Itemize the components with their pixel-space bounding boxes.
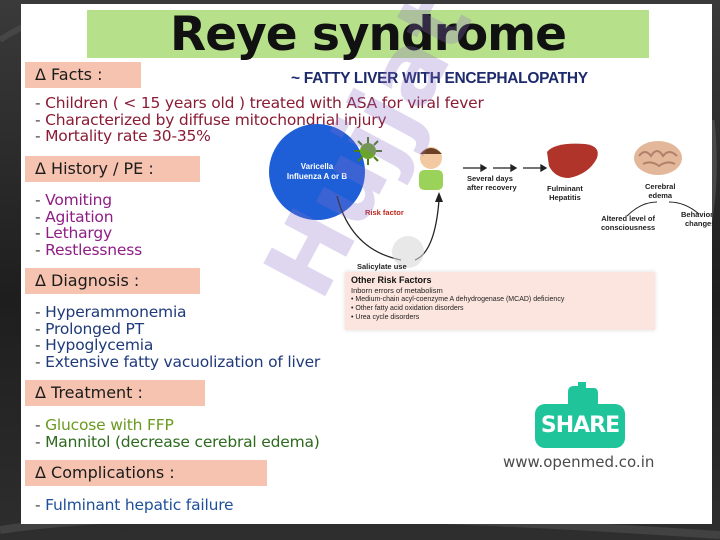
diagnosis-heading: Δ Diagnosis : [25, 268, 200, 294]
list-item: - Fulminant hepatic failure [35, 496, 234, 514]
virus-circle: Varicella Influenza A or B [269, 124, 365, 220]
sequence-arrows [463, 163, 548, 173]
other-risk-title: Other Risk Factors [351, 275, 432, 285]
list-item: - Vomiting [35, 191, 112, 209]
branch-arrows [626, 201, 700, 217]
other-risk-list: • Medium-chain acyl-coenzyme A dehydroge… [351, 295, 564, 322]
liver-icon [547, 143, 598, 178]
list-item: - Characterized by diffuse mitochondrial… [35, 110, 387, 129]
list-item: - Agitation [35, 207, 114, 226]
list-item: - Hyperammonemia [35, 303, 187, 321]
complications-heading: Δ Complications : [25, 460, 267, 486]
other-risk-intro: Inborn errors of metabolism [351, 286, 443, 295]
list-item: - Hypoglycemia [35, 336, 154, 354]
list-item: - Mannitol (decrease cerebral edema) [35, 432, 320, 451]
brain-icon [634, 141, 682, 175]
list-item: - Prolonged PT [35, 319, 144, 338]
treatment-heading: Δ Treatment : [25, 380, 205, 406]
complications-list: - Fulminant hepatic failure [35, 496, 234, 514]
list-item: - Glucose with FFP [35, 416, 174, 434]
other-risk-factors-box: Other Risk Factors Inborn errors of meta… [345, 272, 655, 330]
sick-child-icon [419, 147, 443, 190]
page-title: Reye syndrome [170, 7, 567, 62]
infographic-card: Reye syndrome ~ FATTY LIVER WITH ENCEPHA… [21, 4, 712, 524]
list-item: • Other fatty acid oxidation disorders [351, 305, 464, 312]
list-item: - Extensive fatty vacuolization of liver [35, 352, 321, 371]
list-item: - Restlessness [35, 240, 142, 259]
pathophysiology-diagram: Varicella Influenza A or B Se [261, 110, 712, 330]
list-item: - Lethargy [35, 224, 112, 242]
list-item: • Urea cycle disorders [351, 314, 420, 321]
facts-list: - Children ( < 15 years old ) treated wi… [35, 95, 484, 145]
facts-heading: Δ Facts : [25, 62, 141, 88]
history-list: - Vomiting - Agitation - Lethargy - Rest… [35, 192, 142, 258]
share-button[interactable]: SHARE [535, 404, 625, 448]
virus-icon [354, 137, 382, 165]
website-link[interactable]: www.openmed.co.in [503, 453, 655, 471]
risk-factor-label: Risk factor [365, 208, 404, 217]
behavioral-label: Behavioralchanges [681, 210, 712, 228]
list-item: • Medium-chain acyl-coenzyme A dehydroge… [351, 296, 565, 303]
treatment-list: - Glucose with FFP - Mannitol (decrease … [35, 417, 320, 450]
salicylate-label: Salicylate use [357, 262, 407, 271]
list-item: - Mortality rate 30-35% [35, 127, 211, 145]
title-band [87, 10, 649, 58]
diagnosis-list: - Hyperammonemia - Prolonged PT - Hypogl… [35, 304, 320, 370]
cycle-arrows [336, 192, 443, 268]
history-heading: Δ History / PE : [25, 156, 200, 182]
list-item: - Children ( < 15 years old ) treated wi… [35, 94, 484, 112]
subtitle: ~ FATTY LIVER WITH ENCEPHALOPATHY [291, 70, 588, 87]
hand-icon [568, 382, 598, 406]
